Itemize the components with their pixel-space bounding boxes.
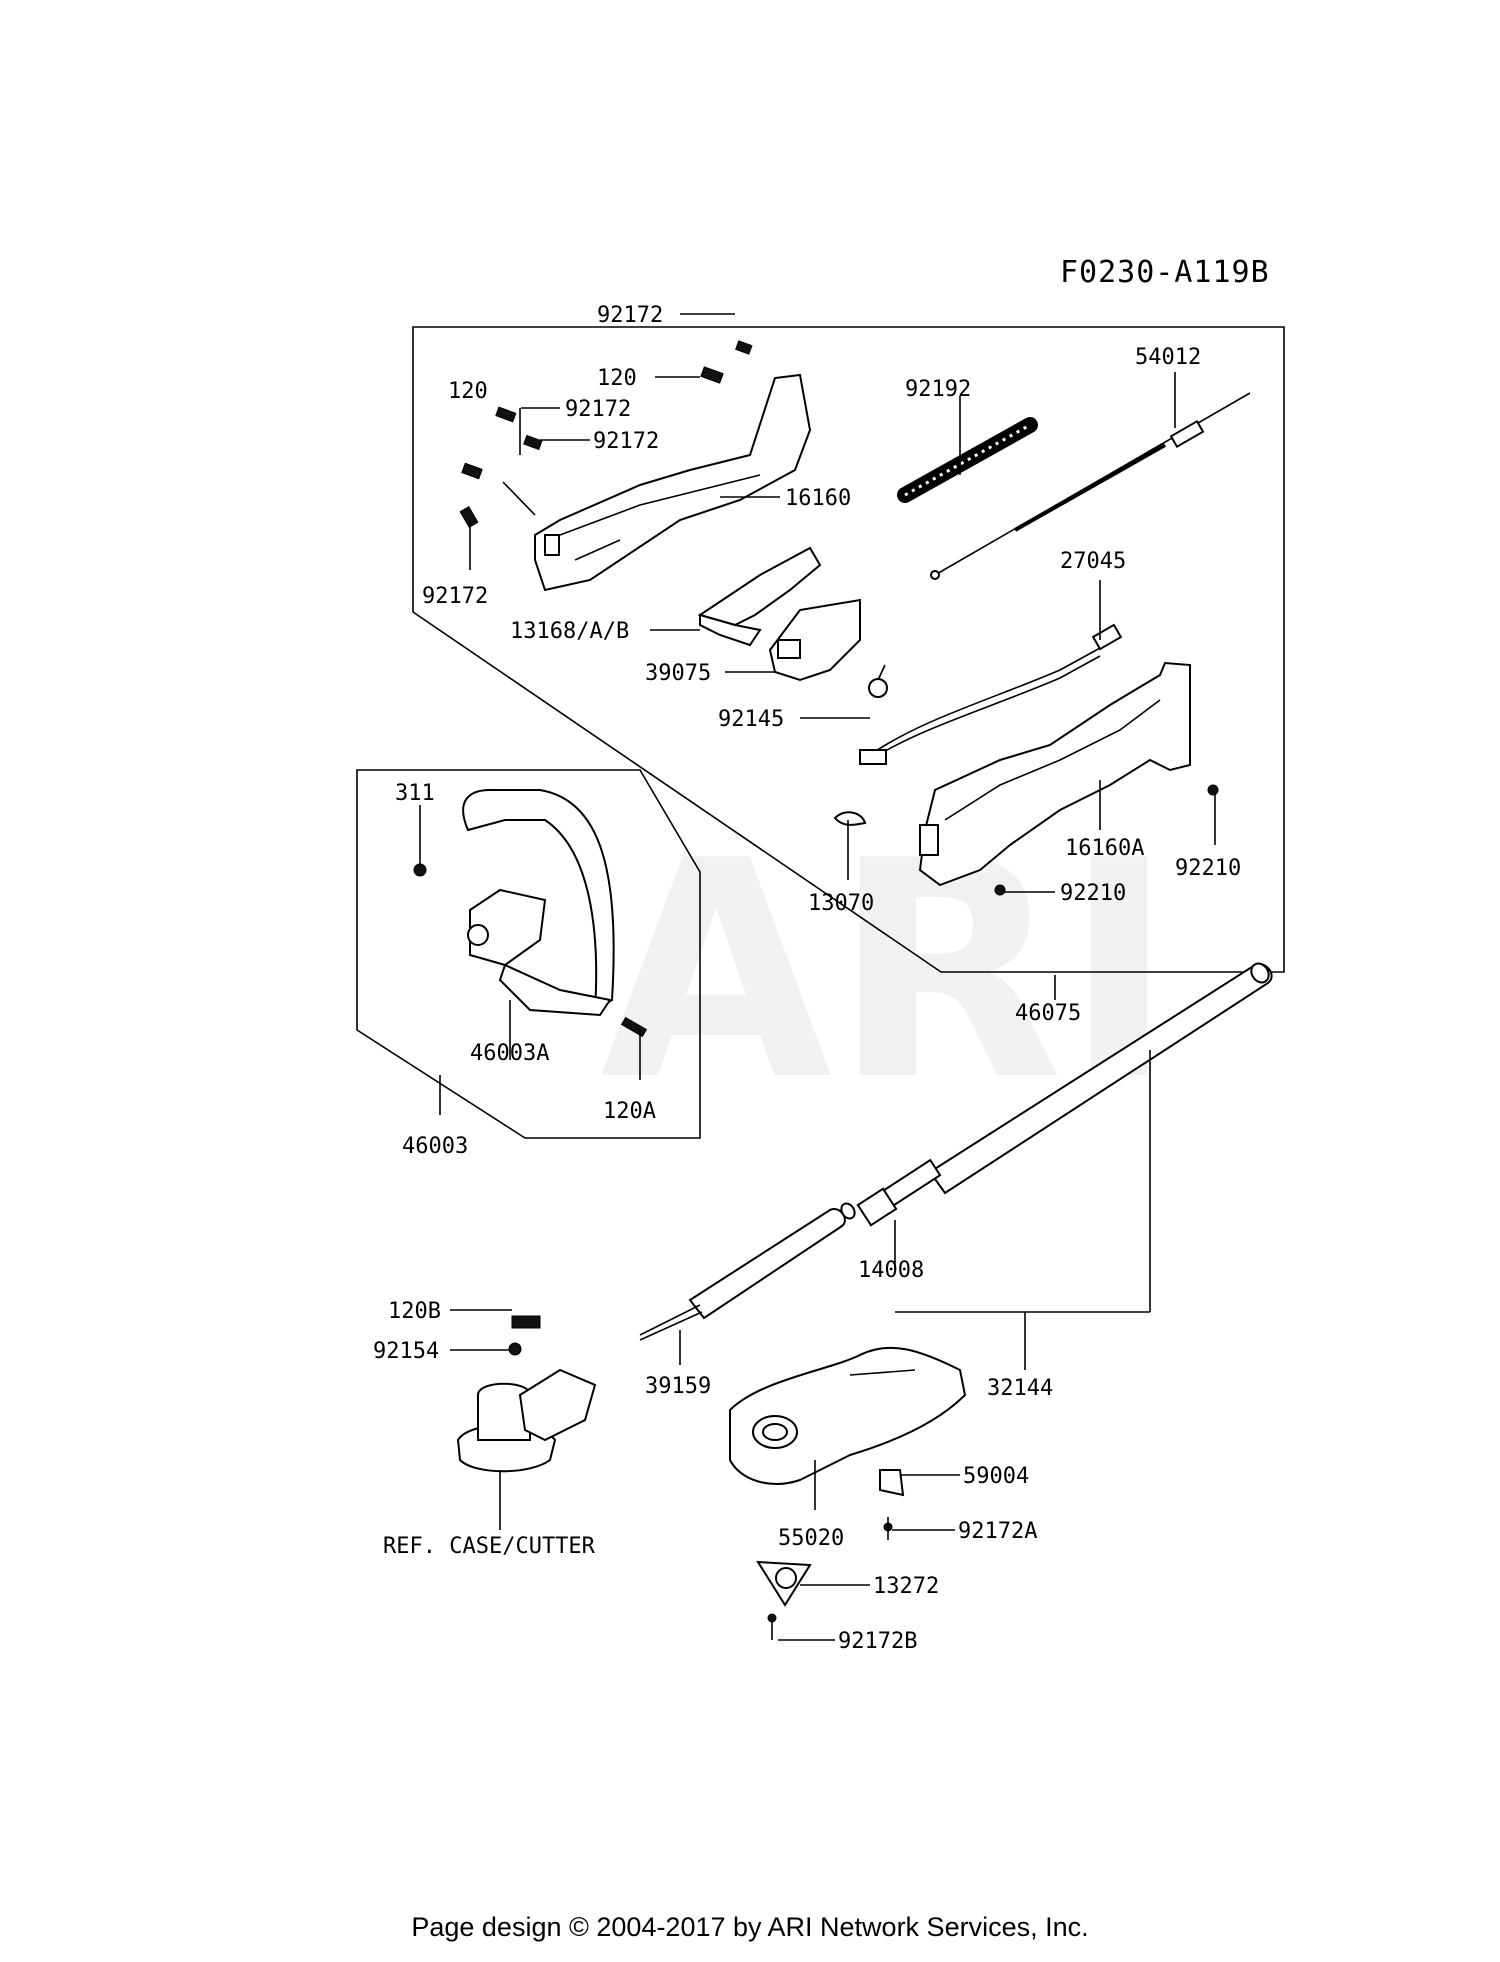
label-92172B: 92172B bbox=[838, 1629, 917, 1654]
label-92192: 92192 bbox=[905, 377, 971, 402]
guard-55020 bbox=[729, 1346, 967, 1485]
label-120-left: 120 bbox=[448, 379, 488, 404]
wire-27045 bbox=[859, 623, 1123, 765]
loop-handle-46003A bbox=[413, 789, 648, 1038]
label-14008: 14008 bbox=[858, 1258, 924, 1283]
assembly-46003-outline bbox=[356, 769, 701, 1139]
label-59004: 59004 bbox=[963, 1464, 1029, 1489]
label-92172A: 92172A bbox=[958, 1519, 1037, 1544]
label-92210-b: 92210 bbox=[1175, 856, 1241, 881]
label-32144: 32144 bbox=[987, 1376, 1053, 1401]
label-120B: 120B bbox=[388, 1299, 441, 1324]
label-120A: 120A bbox=[603, 1099, 656, 1124]
label-120-top: 120 bbox=[597, 366, 637, 391]
spring-92192 bbox=[897, 417, 1038, 503]
small-parts-upper bbox=[833, 784, 1219, 896]
label-92154: 92154 bbox=[373, 1339, 439, 1364]
shaft-32144 bbox=[856, 962, 1273, 1227]
label-39159: 39159 bbox=[645, 1374, 711, 1399]
label-92145: 92145 bbox=[718, 707, 784, 732]
trigger-13168 bbox=[697, 546, 822, 647]
label-92210-a: 92210 bbox=[1060, 881, 1126, 906]
lever-39075 bbox=[768, 598, 861, 682]
label-16160: 16160 bbox=[785, 486, 851, 511]
label-92172-left: 92172 bbox=[422, 584, 488, 609]
label-46075: 46075 bbox=[1015, 1001, 1081, 1026]
label-39075: 39075 bbox=[645, 661, 711, 686]
label-92172-a: 92172 bbox=[565, 397, 631, 422]
spring-92145 bbox=[868, 664, 888, 698]
label-ref-case-cutter: REF. CASE/CUTTER bbox=[383, 1534, 596, 1559]
part-labels: 92172 120 120 92172 92172 16160 92172 92… bbox=[373, 303, 1241, 1654]
assembly-46075-outline bbox=[412, 326, 1285, 973]
label-13168: 13168/A/B bbox=[510, 619, 629, 644]
label-27045: 27045 bbox=[1060, 549, 1126, 574]
lower-handle-16160A bbox=[918, 661, 1191, 887]
label-92172-b: 92172 bbox=[593, 429, 659, 454]
diagram-code: F0230-A119B bbox=[1060, 255, 1270, 290]
label-46003: 46003 bbox=[402, 1134, 468, 1159]
label-13272: 13272 bbox=[873, 1574, 939, 1599]
label-92172-top: 92172 bbox=[597, 303, 663, 328]
flex-shaft-39159 bbox=[639, 1202, 856, 1341]
label-55020: 55020 bbox=[778, 1526, 844, 1551]
gear-case bbox=[456, 1315, 597, 1473]
upper-handle-16160 bbox=[534, 373, 812, 592]
leader-lines bbox=[419, 313, 1216, 1641]
label-54012: 54012 bbox=[1135, 345, 1201, 370]
screws-upper-left bbox=[459, 340, 753, 528]
label-13070: 13070 bbox=[808, 891, 874, 916]
label-311: 311 bbox=[395, 781, 435, 806]
footer-copyright: Page design © 2004-2017 by ARI Network S… bbox=[411, 1912, 1089, 1942]
small-parts-lower bbox=[756, 1469, 905, 1640]
label-16160A: 16160A bbox=[1065, 836, 1144, 861]
cable-54012 bbox=[930, 392, 1251, 580]
label-46003A: 46003A bbox=[470, 1041, 549, 1066]
